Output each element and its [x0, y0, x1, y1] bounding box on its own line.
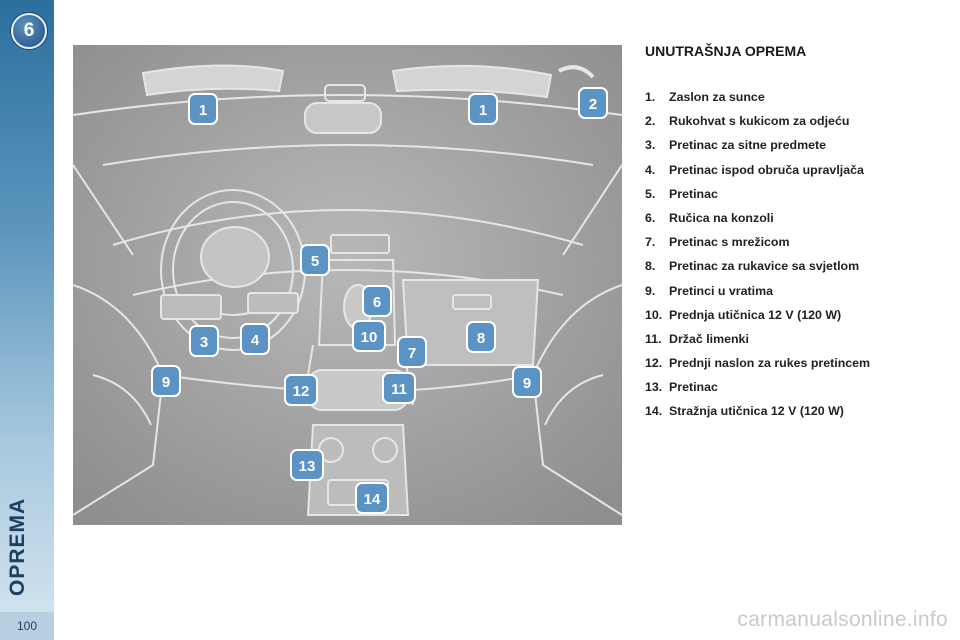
item-label: Držač limenki — [669, 331, 749, 346]
list-item: 9. Pretinci u vratima — [645, 284, 945, 298]
page-number: 100 — [0, 612, 54, 640]
item-label: Pretinac — [669, 380, 718, 395]
car-interior-drawing: 1 1 2 5 6 3 4 10 8 7 9 12 11 9 13 14 — [73, 45, 622, 525]
item-label: Pretinac ispod obruča upravljača — [669, 162, 864, 177]
item-number: 7. — [645, 235, 656, 250]
callout-number: 9 — [523, 375, 531, 392]
callout-badge: 6 — [362, 285, 392, 317]
callout-badge: 13 — [290, 449, 324, 481]
list-item: 4. Pretinac ispod obruča upravljača — [645, 163, 945, 177]
chapter-number-badge: 6 — [11, 13, 47, 49]
item-number: 12. — [645, 356, 663, 371]
item-number: 1. — [645, 90, 656, 104]
callout-number: 4 — [251, 332, 260, 349]
item-number: 8. — [645, 259, 656, 274]
callout-number: 1 — [479, 102, 487, 119]
list-item: 8. Pretinac za rukavice sa svjetlom — [645, 259, 945, 273]
list-item: 7. Pretinac s mrežicom — [645, 235, 945, 249]
chapter-sidebar: 6 OPREMA 100 — [0, 0, 54, 640]
item-number: 9. — [645, 283, 656, 298]
item-label: Pretinac za rukavice sa svjetlom — [669, 259, 860, 274]
callout-badge: 7 — [397, 336, 427, 368]
callout-badge: 9 — [512, 366, 542, 398]
equipment-list: 1. Zaslon za sunce 2. Rukohvat s kukicom z… — [645, 90, 945, 429]
item-label: Pretinac s mrežicom — [669, 235, 790, 250]
callout-number: 9 — [162, 374, 170, 391]
item-label: Ručica na konzoli — [669, 210, 774, 225]
list-item: 1. Zaslon za sunce — [645, 90, 945, 104]
callout-badge: 14 — [355, 482, 389, 514]
list-item: 10. Prednja utičnica 12 V (120 W) — [645, 308, 945, 322]
callout-badge: 3 — [189, 325, 219, 357]
section-title: UNUTRAŠNJA OPREMA — [645, 43, 807, 59]
chapter-title: OPREMA — [6, 497, 29, 596]
item-number: 10. — [645, 307, 663, 322]
item-label: Zaslon za sunce — [669, 90, 765, 104]
callout-badge: 4 — [240, 323, 270, 355]
item-number: 3. — [645, 138, 656, 153]
list-item: 14. Stražnja utičnica 12 V (120 W) — [645, 404, 945, 418]
callout-badge: 8 — [466, 321, 496, 353]
item-label: Prednja utičnica 12 V (120 W) — [669, 307, 842, 322]
item-number: 6. — [645, 210, 656, 225]
callout-badge: 1 — [468, 93, 498, 125]
item-label: Prednji naslon za rukes pretincem — [669, 356, 871, 371]
item-number: 5. — [645, 186, 656, 201]
callout-number: 14 — [364, 491, 381, 508]
list-item: 2. Rukohvat s kukicom za odjeću — [645, 114, 945, 128]
callout-badge: 9 — [151, 365, 181, 397]
callout-badge: 11 — [382, 372, 416, 404]
callout-badge: 2 — [578, 87, 608, 119]
callout-number: 7 — [408, 345, 416, 362]
item-label: Stražnja utičnica 12 V (120 W) — [669, 404, 844, 419]
callout-number: 12 — [293, 383, 310, 400]
item-number: 4. — [645, 162, 656, 177]
item-label: Pretinci u vratima — [669, 283, 773, 298]
callout-number: 8 — [477, 330, 485, 347]
item-label: Rukohvat s kukicom za odjeću — [669, 114, 850, 129]
list-item: 5. Pretinac — [645, 187, 945, 201]
callout-number: 10 — [361, 329, 378, 346]
callout-number: 3 — [200, 334, 208, 351]
item-number: 14. — [645, 404, 663, 419]
callout-number: 11 — [391, 381, 407, 398]
item-label: Pretinac za sitne predmete — [669, 138, 827, 153]
callout-badge: 1 — [188, 93, 218, 125]
item-label: Pretinac — [669, 186, 718, 201]
item-number: 13. — [645, 380, 663, 395]
callout-badge: 5 — [300, 244, 330, 276]
list-item: 11. Držač limenki — [645, 332, 945, 346]
callout-badge: 12 — [284, 374, 318, 406]
watermark: carmanualsonline.info — [737, 608, 948, 631]
callout-number: 6 — [373, 294, 381, 311]
callout-number: 13 — [299, 458, 316, 475]
item-number: 11. — [645, 331, 662, 346]
list-item: 12. Prednji naslon za rukes pretincem — [645, 356, 945, 370]
callout-badge: 10 — [352, 320, 386, 352]
item-number: 2. — [645, 114, 656, 129]
list-item: 13. Pretinac — [645, 380, 945, 394]
list-item: 6. Ručica na konzoli — [645, 211, 945, 225]
car-interior-illustration: 1 1 2 5 6 3 4 10 8 7 9 12 11 9 13 14 — [73, 45, 622, 525]
callout-number: 1 — [199, 102, 207, 119]
callout-number: 2 — [589, 96, 597, 113]
illustration-callouts: 1 1 2 5 6 3 4 10 8 7 9 12 11 9 13 14 — [151, 87, 608, 514]
callout-number: 5 — [311, 253, 319, 270]
list-item: 3. Pretinac za sitne predmete — [645, 138, 945, 152]
